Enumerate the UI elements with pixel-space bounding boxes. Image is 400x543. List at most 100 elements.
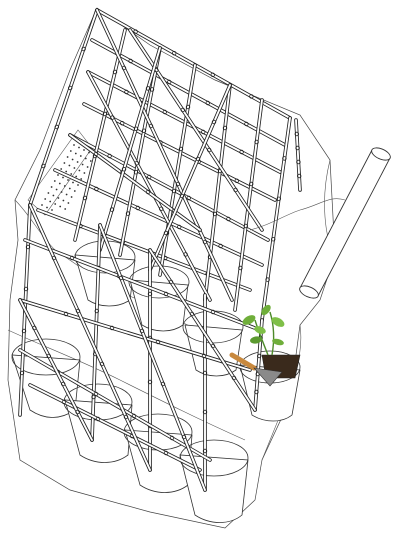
drainage-hole bbox=[52, 194, 55, 197]
bamboo-node bbox=[211, 119, 217, 125]
drainage-hole bbox=[55, 188, 58, 191]
bamboo-node bbox=[145, 86, 151, 91]
drainage-hole bbox=[81, 163, 84, 166]
drainage-hole bbox=[73, 190, 76, 192]
bamboo-node bbox=[206, 147, 212, 153]
drainage-hole bbox=[83, 149, 85, 151]
drainage-hole bbox=[46, 206, 48, 209]
bamboo-node bbox=[147, 291, 153, 297]
drainage-hole bbox=[64, 208, 67, 210]
bamboo-node bbox=[160, 381, 166, 387]
bamboo-pole-core bbox=[99, 47, 161, 251]
bamboo-node bbox=[124, 89, 129, 95]
bamboo-node bbox=[69, 255, 75, 261]
bamboo-node bbox=[128, 58, 133, 64]
bamboo-node bbox=[102, 111, 108, 117]
bamboo-node bbox=[94, 308, 99, 314]
bamboo-node bbox=[163, 291, 169, 297]
bamboo-node bbox=[21, 328, 27, 334]
bamboo-node bbox=[99, 361, 105, 367]
bamboo-node bbox=[134, 160, 139, 166]
bamboo-node bbox=[212, 211, 218, 217]
bamboo-pole-core bbox=[149, 249, 256, 411]
bamboo-node bbox=[249, 94, 254, 99]
bamboo-node bbox=[185, 104, 191, 110]
bamboo-node bbox=[226, 216, 231, 222]
bamboo-node bbox=[93, 391, 99, 397]
bamboo-pole-core bbox=[74, 29, 126, 241]
bamboo-node bbox=[175, 181, 181, 187]
bamboo-node bbox=[125, 211, 131, 216]
bamboo-node bbox=[149, 87, 155, 92]
bamboo-node bbox=[210, 343, 216, 349]
bamboo-node bbox=[202, 370, 208, 376]
bamboo-pole-core bbox=[204, 84, 231, 301]
bamboo-pole-core bbox=[29, 9, 98, 206]
bamboo-node bbox=[243, 223, 248, 229]
bamboo-node bbox=[119, 120, 125, 126]
bamboo-pole-core bbox=[29, 204, 151, 471]
bamboo-node bbox=[63, 311, 69, 317]
bamboo-node bbox=[234, 178, 239, 183]
drainage-hole bbox=[73, 144, 75, 146]
bamboo-pole-core bbox=[29, 384, 201, 471]
drainage-hole bbox=[60, 168, 63, 170]
drainage-hole bbox=[68, 164, 71, 167]
bamboo-node bbox=[145, 189, 151, 195]
bamboo-pole-core bbox=[19, 299, 251, 371]
bamboo-node bbox=[176, 224, 182, 230]
bamboo-node bbox=[133, 29, 138, 34]
bamboo-node bbox=[202, 239, 208, 245]
bamboo-node bbox=[93, 151, 99, 157]
bamboo-node bbox=[155, 339, 161, 345]
bamboo-node bbox=[178, 146, 184, 152]
trowel bbox=[229, 352, 283, 387]
bamboo-node bbox=[233, 187, 238, 193]
bamboo-pole-core bbox=[69, 134, 201, 231]
seedling bbox=[242, 304, 301, 379]
drainage-hole bbox=[78, 169, 81, 172]
bamboo-pole-core bbox=[91, 39, 286, 146]
drainage-hole bbox=[88, 151, 90, 154]
bamboo-node bbox=[210, 309, 216, 315]
drainage-hole bbox=[78, 146, 80, 149]
bamboo-node bbox=[109, 325, 115, 331]
drainage-hole bbox=[72, 181, 74, 184]
drainage-hole bbox=[68, 187, 71, 190]
bamboo-node bbox=[239, 149, 244, 155]
bamboo-node bbox=[244, 121, 249, 127]
drainage-hole bbox=[62, 199, 65, 202]
bamboo-node bbox=[121, 166, 127, 172]
bamboo-pole-core bbox=[149, 84, 231, 271]
bamboo-node bbox=[109, 207, 115, 212]
bamboo-node bbox=[183, 252, 188, 257]
drainage-hole bbox=[65, 170, 68, 173]
bamboo-node bbox=[180, 107, 185, 113]
rolled-canvas bbox=[249, 147, 391, 299]
bamboo-node bbox=[168, 279, 174, 285]
bamboo-node bbox=[107, 153, 112, 159]
drainage-hole bbox=[73, 167, 76, 169]
bamboo-node bbox=[61, 399, 67, 405]
bamboo-pole-core bbox=[24, 239, 261, 331]
bamboo-node bbox=[61, 381, 66, 387]
drainage-hole bbox=[54, 203, 57, 205]
bamboo-node bbox=[276, 196, 281, 201]
drainage-hole bbox=[57, 197, 60, 199]
drainage-hole bbox=[63, 185, 66, 187]
bamboo-node bbox=[146, 174, 152, 180]
bamboo-node bbox=[257, 353, 262, 359]
bamboo-node bbox=[32, 325, 37, 331]
bamboo-node bbox=[133, 169, 139, 175]
bamboo-node bbox=[54, 124, 59, 130]
bamboo-node bbox=[121, 65, 127, 71]
bamboo-node bbox=[271, 236, 276, 242]
bamboo-node bbox=[297, 173, 302, 179]
drainage-hole bbox=[75, 175, 78, 178]
bamboo-node bbox=[200, 129, 206, 135]
bamboo-pole-core bbox=[129, 29, 263, 231]
bamboo-node bbox=[179, 193, 185, 199]
bamboo-node bbox=[19, 370, 25, 376]
